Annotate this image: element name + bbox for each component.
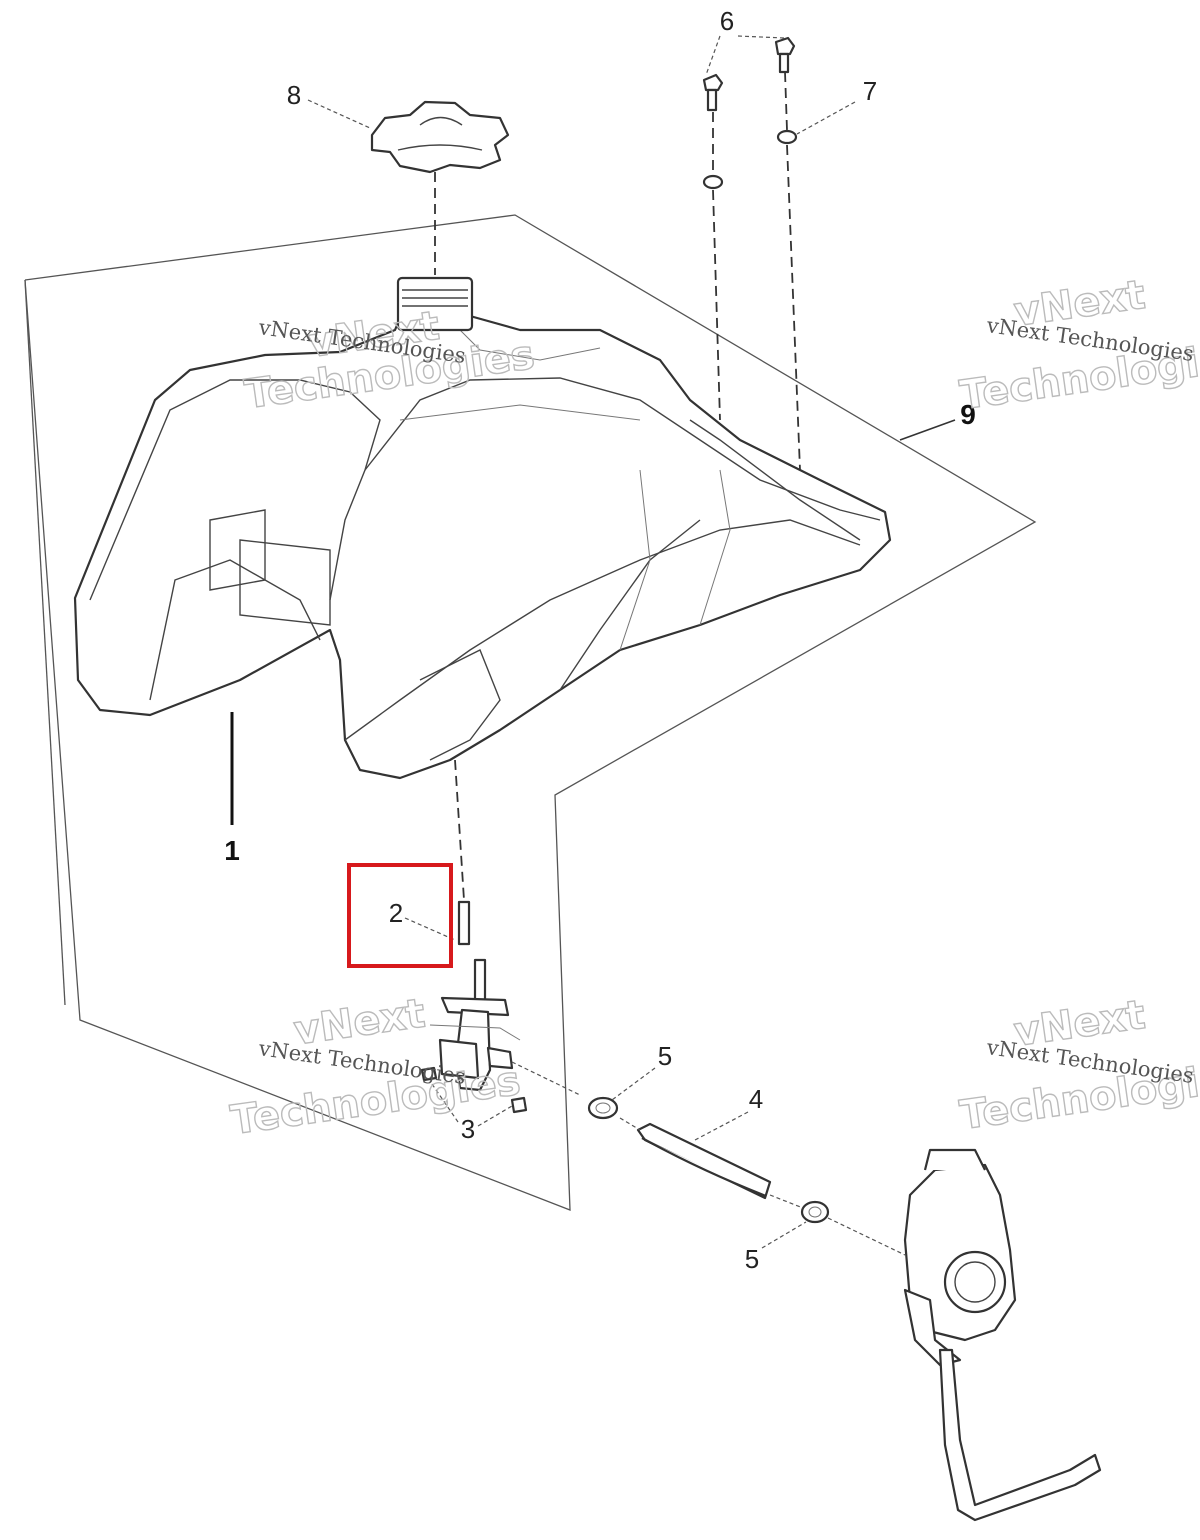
- callout-6: 6: [720, 6, 734, 36]
- hose-and-clamps: [587, 1096, 830, 1224]
- callout-3: 3: [461, 1114, 475, 1144]
- callout-5-lower: 5: [745, 1244, 759, 1274]
- callout-4: 4: [749, 1084, 763, 1114]
- bolts-and-washers: [702, 36, 798, 190]
- callout-5-upper: 5: [658, 1041, 672, 1071]
- fuel-tank: [73, 276, 892, 780]
- callout-7: 7: [863, 76, 877, 106]
- assembly-lines: [434, 71, 906, 1256]
- callout-9: 9: [960, 399, 976, 430]
- callouts: 1 2 3 4 5 5 6 7 8 9: [224, 6, 976, 1274]
- fuel-valve: [420, 900, 528, 1114]
- leader-lines: [230, 35, 956, 1249]
- callout-8: 8: [287, 80, 301, 110]
- highlight-box: [347, 863, 453, 968]
- callout-2: 2: [389, 898, 403, 928]
- carburetor: [903, 1148, 1102, 1522]
- callout-1: 1: [224, 835, 240, 866]
- fuel-cap: [370, 100, 510, 174]
- reference-planes: [24, 214, 1037, 1211]
